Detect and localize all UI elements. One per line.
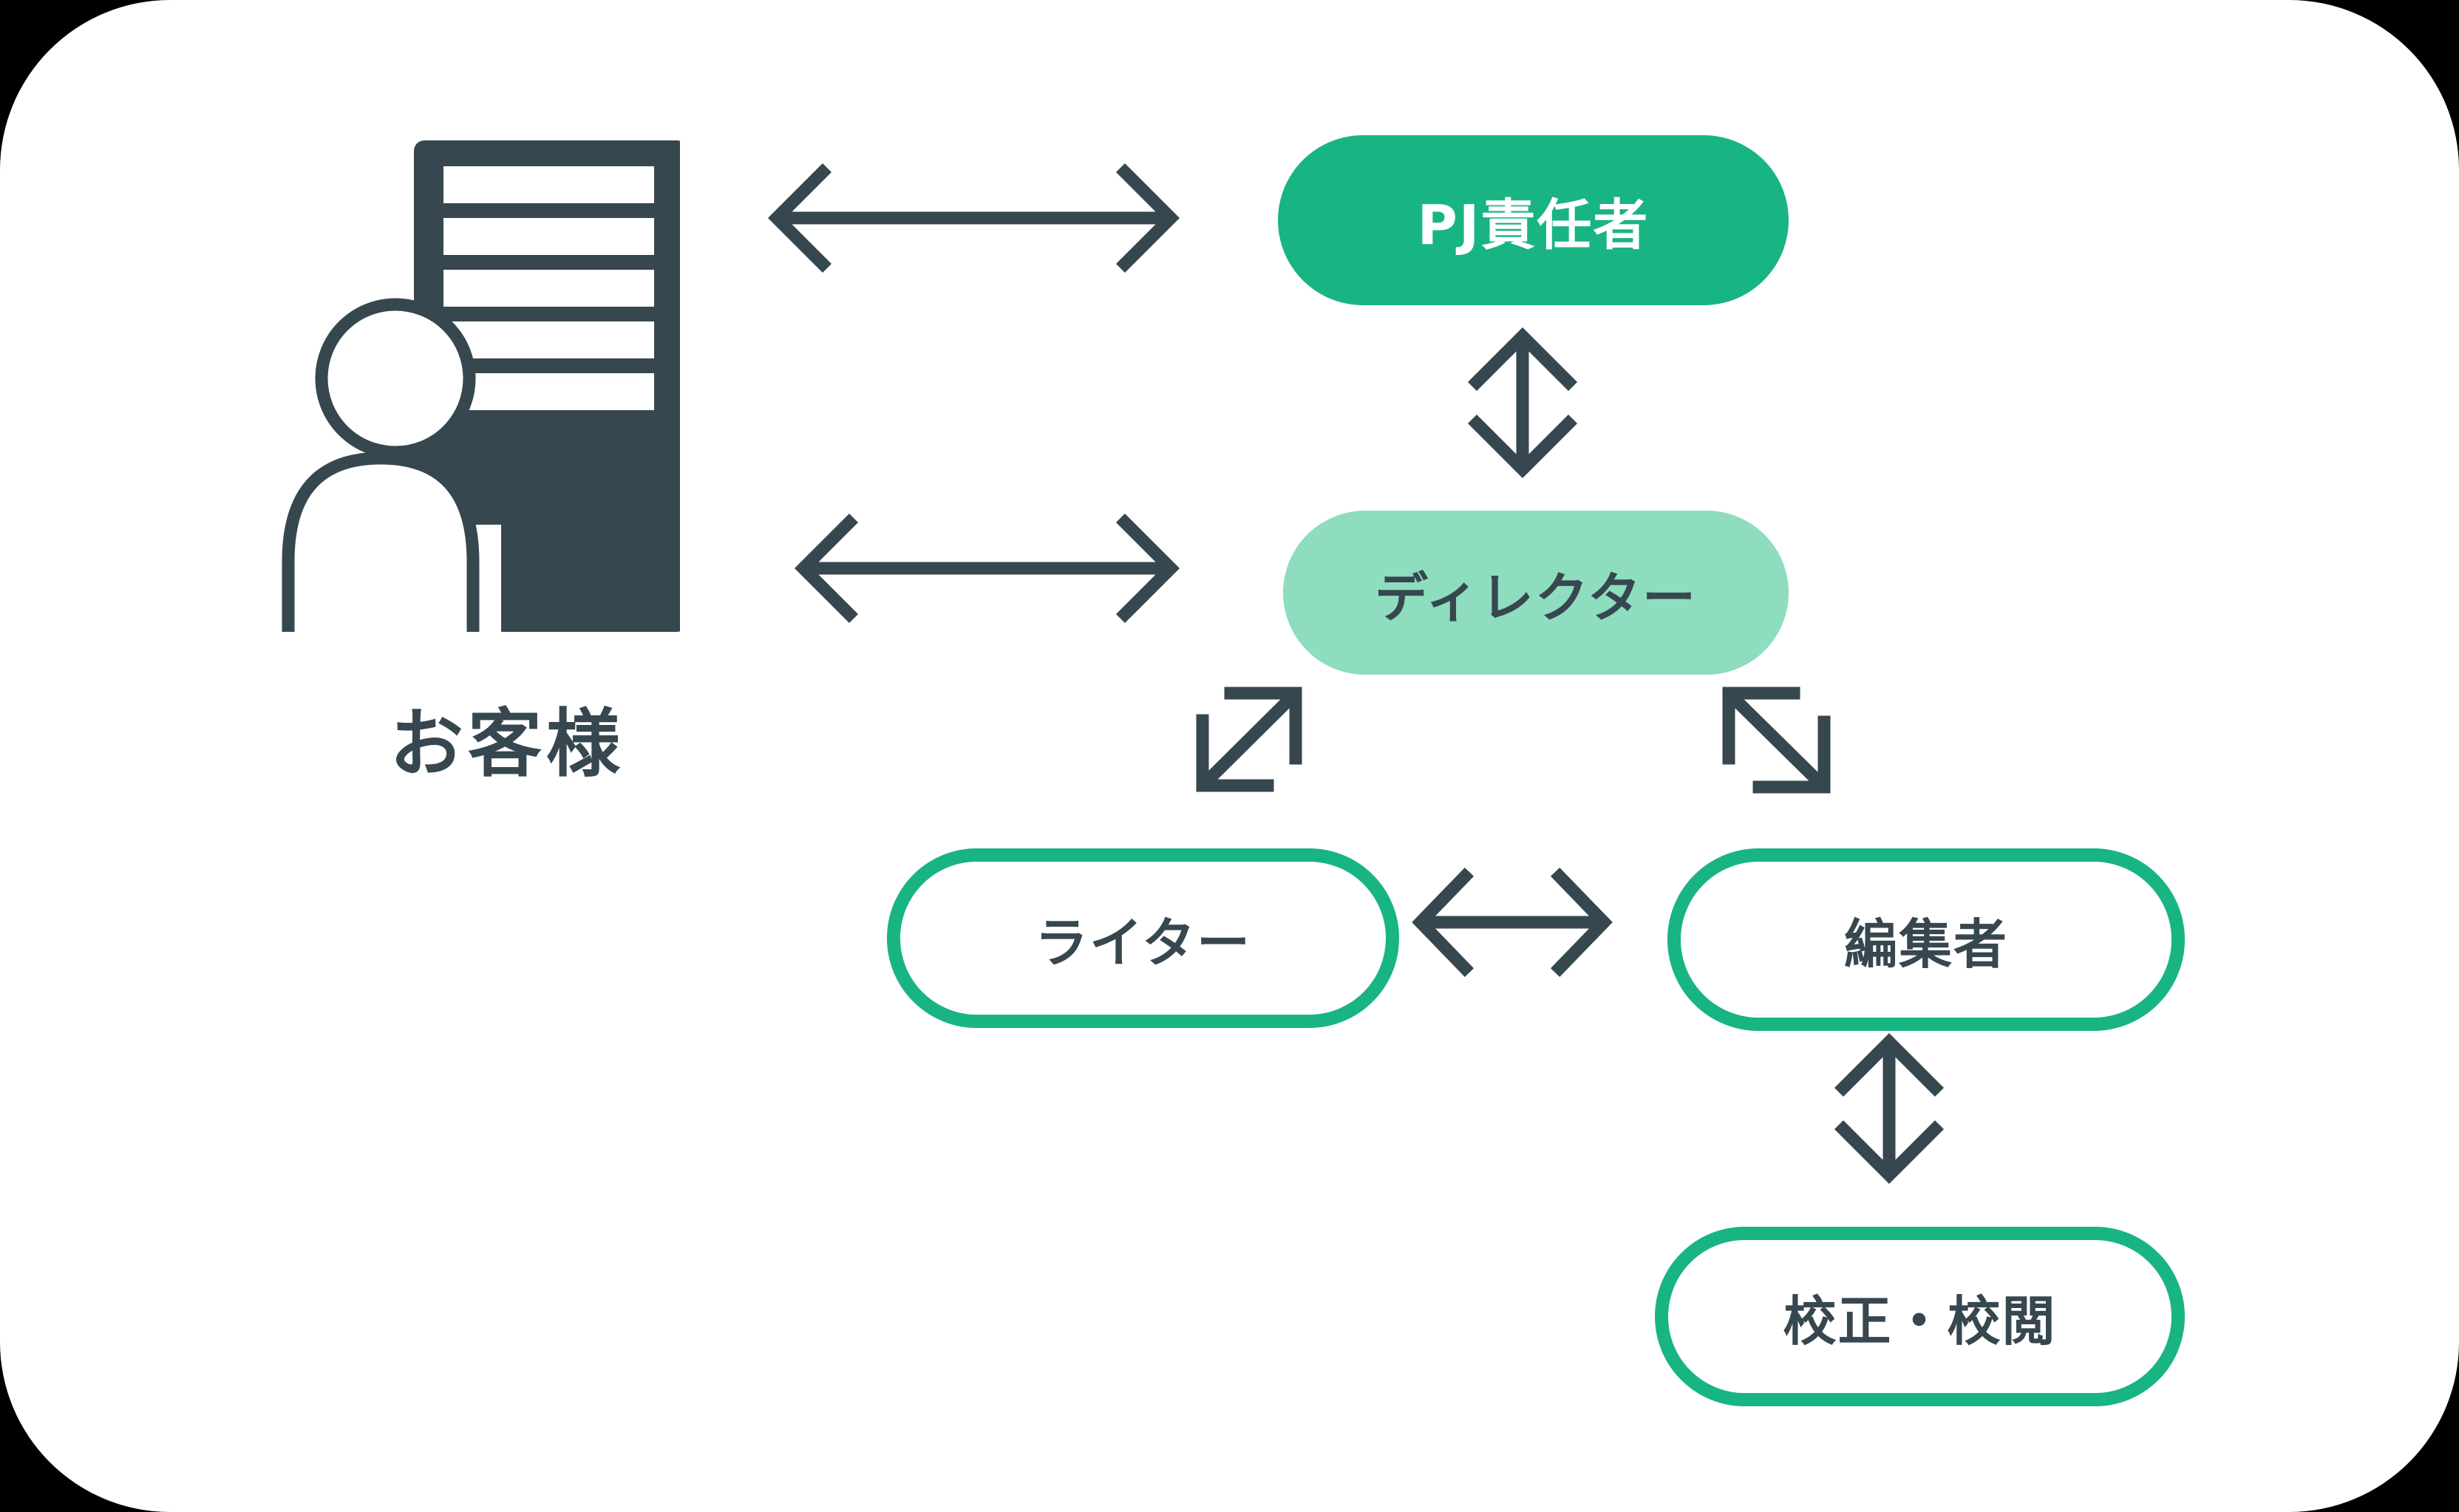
- node-writer: ライター: [887, 848, 1399, 1028]
- node-editor: 編集者: [1667, 848, 2185, 1031]
- customer-label: お客様: [390, 701, 625, 787]
- building-windows-icon: [443, 166, 654, 410]
- person-body-icon: [282, 452, 480, 632]
- node-director: ディレクター: [1283, 511, 1789, 675]
- customer-building-person-icon: [282, 140, 680, 632]
- node-proofreading: 校正・校閲: [1655, 1227, 2185, 1406]
- person-head-icon: [315, 298, 476, 459]
- node-pj-manager: PJ責任者: [1278, 135, 1789, 305]
